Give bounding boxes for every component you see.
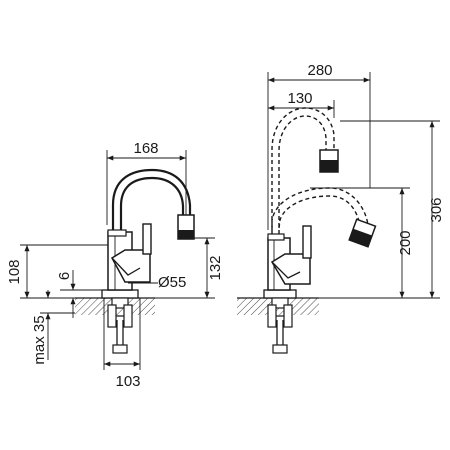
left-spout	[111, 168, 192, 230]
dim-200: 200	[397, 230, 414, 255]
dim-306: 306	[428, 197, 445, 222]
left-dimensions: 168 132 Ø55 108 6 max 35 103	[6, 140, 224, 390]
dim-280: 280	[307, 62, 332, 79]
dim-108: 108	[6, 259, 23, 284]
dim-diameter-55: Ø55	[158, 274, 186, 291]
dim-168: 168	[133, 140, 158, 157]
dim-103: 103	[115, 373, 140, 390]
right-handle	[270, 253, 311, 285]
dim-130: 130	[287, 90, 312, 107]
right-spout-low-dashed	[271, 187, 369, 230]
left-view-faucet	[75, 168, 195, 354]
left-base	[101, 289, 139, 299]
right-dimensions: 280 130 200 306	[267, 62, 445, 299]
dim-max-35: max 35	[31, 315, 48, 364]
dim-132: 132	[207, 255, 224, 280]
left-handle	[111, 249, 151, 283]
dim-6: 6	[56, 272, 73, 280]
right-view-faucet	[237, 107, 377, 354]
